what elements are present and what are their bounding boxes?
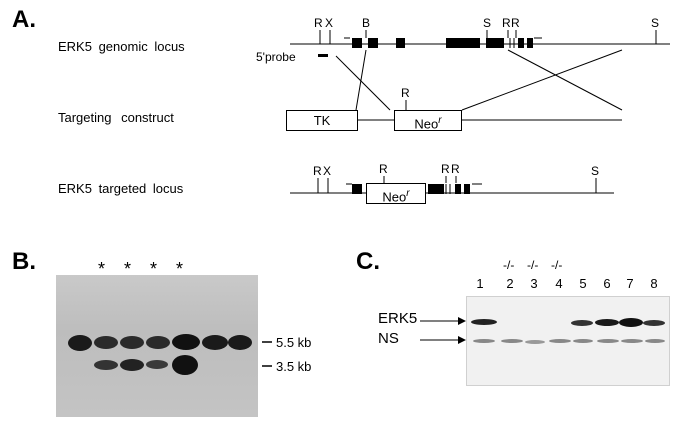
targeted-site-r: R xyxy=(313,164,322,178)
neo-label: Neo xyxy=(414,116,439,132)
asterisk: * xyxy=(98,259,106,279)
erk5-band xyxy=(643,320,665,326)
genomic-exon xyxy=(446,38,480,48)
genomic-site-r: R xyxy=(314,16,323,30)
neo-label: Neo xyxy=(382,189,407,205)
erk5-band xyxy=(619,318,643,327)
targeted-site-r: R xyxy=(451,162,460,176)
targeted-site-s: S xyxy=(591,164,600,178)
erk5-band xyxy=(471,319,497,325)
band-5.5kb xyxy=(120,336,144,349)
targeted-exon xyxy=(455,184,461,194)
lane-number: 7 xyxy=(626,276,634,291)
neo-cassette-targeted: Neor xyxy=(366,183,426,204)
western-blot xyxy=(466,296,670,386)
targeted-exon xyxy=(428,184,444,194)
targeting-construct-label: Targeting construct xyxy=(58,110,174,125)
ns-band xyxy=(501,339,523,343)
band-3.5kb xyxy=(146,360,168,369)
band-5.5kb xyxy=(146,336,170,349)
ns-band xyxy=(549,339,571,343)
lane-number: 6 xyxy=(603,276,611,291)
genomic-exon xyxy=(352,38,362,48)
lane-number: 4 xyxy=(555,276,563,291)
genomic-site-r: R xyxy=(502,16,511,30)
marker-3.5kb: 3.5 kb xyxy=(276,359,312,374)
asterisk: * xyxy=(124,259,132,279)
neo-cassette-construct: Neor xyxy=(394,110,462,131)
panel-b-label: B. xyxy=(12,248,36,275)
ns-band xyxy=(473,339,495,343)
band-3.5kb xyxy=(172,355,198,375)
asterisk: * xyxy=(176,259,184,279)
band-3.5kb xyxy=(120,359,144,371)
tk-cassette: TK xyxy=(286,110,358,131)
panel-a-label: A. xyxy=(12,6,36,33)
targeted-site-r: R xyxy=(379,162,388,176)
band-5.5kb xyxy=(172,334,200,350)
targeted-exon xyxy=(352,184,362,194)
genomic-site-r: R xyxy=(511,16,520,30)
genotype-label: -/- xyxy=(551,258,563,272)
ns-band xyxy=(645,339,665,343)
ns-band xyxy=(525,340,545,344)
band-5.5kb xyxy=(94,336,118,349)
probe-bar xyxy=(318,54,328,57)
lane-number: 2 xyxy=(506,276,514,291)
neo-resistance-superscript: r xyxy=(438,115,442,126)
targeted-site-x: X xyxy=(323,164,332,178)
targeted-exon xyxy=(464,184,470,194)
genomic-exon xyxy=(396,38,405,48)
genomic-locus-label: ERK5 genomic locus xyxy=(58,39,185,54)
tk-label: TK xyxy=(313,113,331,128)
erk5-band xyxy=(571,320,593,326)
band-5.5kb xyxy=(68,335,92,351)
neo-resistance-superscript: r xyxy=(406,188,410,199)
lane-number: 3 xyxy=(530,276,538,291)
asterisk: * xyxy=(150,259,158,279)
targeted-site-r: R xyxy=(441,162,450,176)
ns-label: NS xyxy=(378,330,399,347)
genomic-exon xyxy=(486,38,504,48)
ns-band xyxy=(573,339,593,343)
genomic-site-x: X xyxy=(325,16,334,30)
genotype-label: -/- xyxy=(527,258,539,272)
genomic-site-b: B xyxy=(362,16,371,30)
erk5-band xyxy=(595,319,619,326)
genomic-exon xyxy=(518,38,524,48)
lane-number: 1 xyxy=(476,276,484,291)
targeted-locus-label: ERK5 targeted locus xyxy=(58,181,184,196)
genomic-exon xyxy=(368,38,378,48)
band-3.5kb xyxy=(94,360,118,370)
band-5.5kb xyxy=(228,335,252,350)
ns-band xyxy=(621,339,643,343)
southern-blot xyxy=(56,275,258,417)
marker-5.5kb: 5.5 kb xyxy=(276,335,312,350)
lane-number: 8 xyxy=(650,276,658,291)
genomic-exon xyxy=(527,38,533,48)
genomic-site-s: S xyxy=(651,16,660,30)
genotype-label: -/- xyxy=(503,258,515,272)
ns-band xyxy=(597,339,619,343)
construct-site-r: R xyxy=(401,86,410,100)
probe-label: 5'probe xyxy=(256,50,296,64)
genomic-site-s: S xyxy=(483,16,492,30)
band-5.5kb xyxy=(202,335,228,350)
erk5-label: ERK5 xyxy=(378,310,418,327)
lane-number: 5 xyxy=(579,276,587,291)
panel-c-label: C. xyxy=(356,248,380,275)
